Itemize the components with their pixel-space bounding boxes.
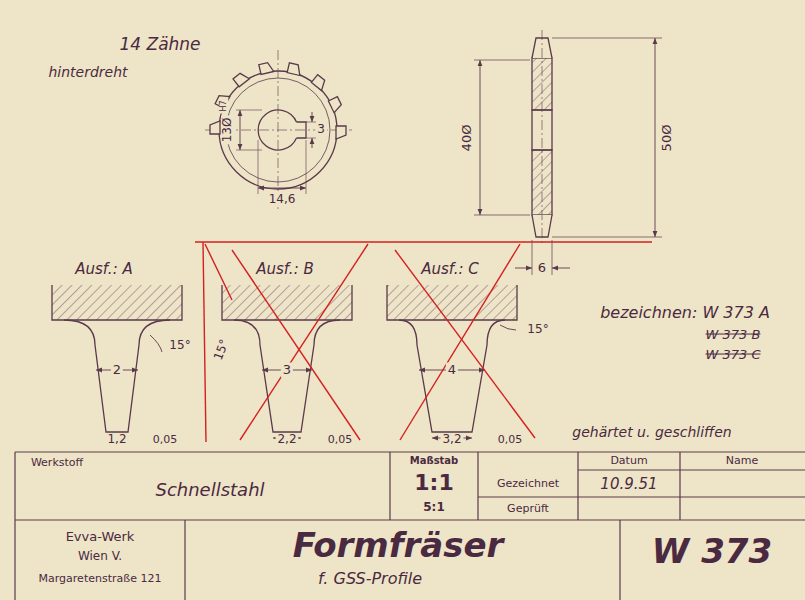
note: gehärtet u. geschliffen [570, 424, 733, 440]
tolerance: H7 [219, 98, 228, 113]
tolerance: 0,05 [496, 434, 525, 447]
table-header: Maßstab [408, 455, 461, 467]
company: Evva-Werk [64, 530, 137, 545]
dimension: 15° [211, 336, 233, 364]
table-cell: Schnellstahl [153, 480, 266, 501]
note: 14 Zähne [117, 35, 202, 55]
note: hinterdreht [46, 64, 129, 80]
table-header: Geprüft [505, 503, 551, 516]
dimension: 2,2 [275, 433, 298, 447]
title: Formfräser [291, 526, 506, 565]
dimension: 40Ø [460, 123, 475, 154]
note: bezeichnen: W 373 A [598, 304, 772, 322]
tolerance: 0,05 [326, 434, 355, 447]
dimension: 15° [525, 323, 550, 337]
dimension: 4 [446, 363, 458, 378]
variant-label: Ausf.: C [419, 261, 481, 278]
variant-label: Ausf.: B [254, 261, 315, 278]
dimension: 15° [167, 339, 192, 353]
table-header: Gezeichnet [495, 478, 561, 491]
dimension: 3,2 [440, 433, 463, 447]
dimension: 13Ø [221, 116, 235, 145]
dimension: 3 [315, 123, 327, 137]
dimension: 2 [111, 363, 123, 378]
table-header: Name [724, 455, 760, 468]
dimension: 1,2 [105, 433, 128, 447]
tolerance: 0,05 [151, 434, 180, 447]
table-header: Werkstoff [29, 457, 85, 470]
company: Wien V. [76, 550, 124, 564]
struck-note: W 373 C [703, 348, 762, 363]
subtitle: f. GSS-Profile [316, 570, 424, 588]
table-header: Datum [608, 455, 649, 468]
company: Margaretenstraße 121 [37, 573, 164, 586]
dimension: 50Ø [660, 123, 675, 154]
dimension: 14,6 [267, 193, 298, 207]
variant-label: Ausf.: A [73, 261, 134, 278]
dimension: 6 [536, 261, 548, 276]
table-cell: 1:1 [412, 470, 455, 495]
drawing-number: W 373 [650, 532, 774, 571]
table-cell: 5:1 [421, 501, 447, 515]
dimension: 3 [281, 363, 293, 378]
struck-note: W 373 B [704, 328, 763, 343]
table-cell: 10.9.51 [598, 476, 659, 493]
